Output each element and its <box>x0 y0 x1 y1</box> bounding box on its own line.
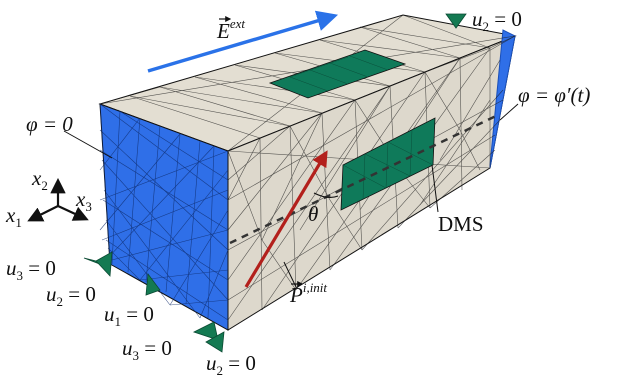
support-triangle-icon <box>445 13 467 29</box>
polarization-label: Pi,init <box>289 280 327 307</box>
field-arrow-icon <box>147 10 339 73</box>
supports <box>83 13 467 353</box>
u2-left-label: u2 = 0 <box>46 282 96 309</box>
support-triangle-icon <box>145 272 161 296</box>
phi-zero-label: φ = 0 <box>26 112 73 136</box>
support-triangle-icon <box>192 321 219 341</box>
axis-x3-label: x3 <box>75 187 92 214</box>
phi-t-label: φ = φ′(t) <box>518 83 590 107</box>
dms-regions <box>268 49 436 211</box>
dms-label: DMS <box>438 212 484 236</box>
centre-axis-line <box>229 113 499 245</box>
u3-bottom-label: u3 = 0 <box>122 336 172 363</box>
u3-left-label: u3 = 0 <box>6 256 56 283</box>
u2-top-label: u2 = 0 <box>472 7 522 34</box>
leader-lines <box>63 103 519 288</box>
axis-x2-label: x2 <box>31 166 48 193</box>
axis-x1-label: x1 <box>5 203 22 230</box>
labels: Eext u2 = 0 φ = 0 φ = φ′(t) DMS θ Pi,ini… <box>5 7 590 377</box>
u1-bottom-label: u1 = 0 <box>104 302 154 329</box>
u2-bottom-label: u2 = 0 <box>206 351 256 377</box>
support-triangle-icon <box>205 331 225 353</box>
dms-top <box>268 49 407 99</box>
support-triangle-icon <box>95 251 113 277</box>
e-field-label: Eext <box>216 16 245 43</box>
theta-arc <box>313 192 339 199</box>
polarization-arrow-icon <box>244 150 328 288</box>
theta-label: θ <box>308 202 318 226</box>
mesh-left-face <box>99 103 229 321</box>
axis-triad-icon <box>27 177 89 222</box>
